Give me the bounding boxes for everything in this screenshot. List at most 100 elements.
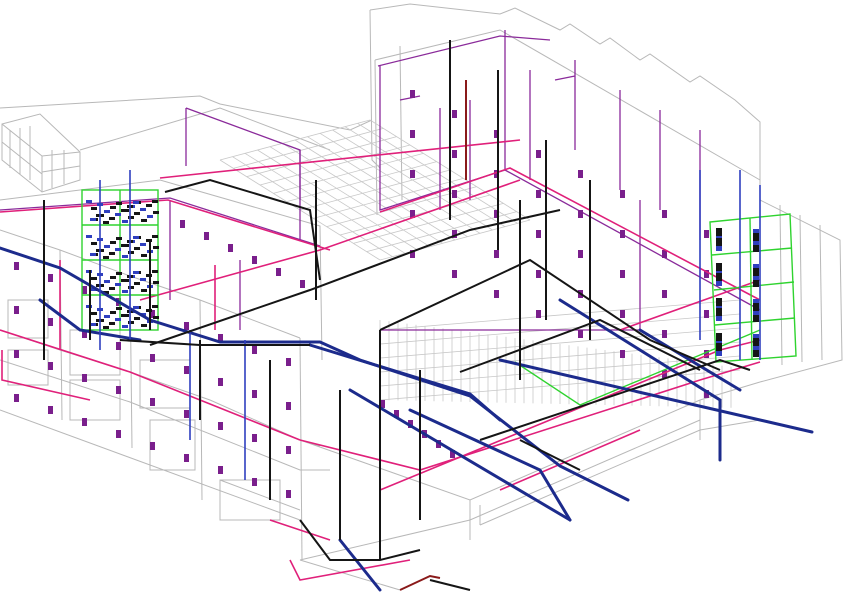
plumbing-fixture [704,310,709,318]
rack-fitting [716,281,722,284]
rack-fitting [716,314,722,317]
plumbing-fixture [704,270,709,278]
plumbing-fixture [184,366,189,374]
rack-fitting [753,278,759,281]
rack-fitting [116,272,122,275]
rack-fitting [91,277,97,280]
slab-grid-line [344,126,506,228]
rack-fitting [91,207,97,210]
rack-fitting [753,243,759,246]
vent-piping [0,30,761,331]
rack-fitting [121,314,127,317]
plumbing-fixture [536,230,541,238]
rack-fitting [753,350,759,353]
rack-fitting [716,273,722,276]
plumbing-fixture [48,362,53,370]
rack-fitting [753,311,759,314]
plumbing-fixture [286,358,291,366]
rack-fitting [115,318,121,321]
plumbing-fixture [82,374,87,382]
plumbing-fixture [14,394,19,402]
plumbing-fixture [380,400,385,408]
rack-fitting [753,315,759,318]
rack-fitting [110,206,116,209]
plumbing-fixture [620,230,625,238]
rack-fitting [96,284,102,287]
plumbing-fixture [450,450,455,458]
rack-fitting [753,268,759,271]
rack-fitting [716,312,722,315]
rack-fitting [753,276,759,279]
rack-fitting [133,306,139,309]
rack-fitting [140,278,146,281]
rack-fitting [122,325,128,328]
rack-fitting [753,247,759,250]
rack-fitting [753,303,759,306]
rack-fitting [122,290,128,293]
rack-fitting [116,237,122,240]
rack-fitting [753,352,759,355]
plumbing-fixture [578,210,583,218]
plumbing-fixture [252,346,257,354]
plumbing-fixture [184,410,189,418]
rack-fitting [716,300,722,303]
plumbing-fixture [536,310,541,318]
rack-fitting [753,266,759,269]
rack-fitting [103,256,109,259]
penthouse-box [1,113,81,193]
rack-fitting [115,248,121,251]
rack-fitting [122,255,128,258]
rack-fitting [128,251,134,254]
rack-fitting [716,275,722,278]
plumbing-fixture [184,322,189,330]
plumbing-fixture [578,250,583,258]
rack-fitting [716,351,722,354]
rack-fitting [96,249,102,252]
plumbing-fixture [252,256,257,264]
plumbing-fixture [536,270,541,278]
slab-grid-line [319,132,481,234]
plumbing-fixture [218,422,223,430]
rack-fitting [753,249,759,252]
plumbing-fixture [704,350,709,358]
plumbing-fixture [410,250,415,258]
rack-fitting [753,307,759,310]
plumbing-fixture [494,170,499,178]
plumbing-fixture [180,220,185,228]
plumbing-fixture [48,318,53,326]
rack-fitting [753,309,759,312]
plumbing-fixture [204,232,209,240]
plumbing-fixture [184,454,189,462]
rack-fitting [147,215,153,218]
rack-fitting [753,317,759,320]
rack-fitting [753,274,759,277]
plumbing-fixture [276,268,281,276]
plumbing-fixture [620,270,625,278]
rack-fitting [753,282,759,285]
rack-fitting [121,244,127,247]
rack-fitting [90,323,96,326]
rack-fitting [104,245,110,248]
rack-fitting [716,310,722,313]
rack-fitting [716,244,722,247]
sanitary-piping [0,139,761,581]
slab-grid-line [307,136,468,238]
plumbing-fixtures [14,90,709,498]
plumbing-fixture [494,130,499,138]
rack-fitting [141,289,147,292]
rack-fitting [753,239,759,242]
tower-block [369,3,843,383]
plumbing-fixture [662,250,667,258]
rack-fitting [753,241,759,244]
plumbing-fixture [536,190,541,198]
rack-fittings [86,200,759,357]
plumbing-fixture [252,478,257,486]
plumbing-fixture [662,210,667,218]
plumbing-fixture [228,244,233,252]
plumbing-fixture [578,330,583,338]
plumbing-fixture [536,150,541,158]
rack-fitting [753,270,759,273]
rack-fitting [104,280,110,283]
rack-fitting [753,354,759,357]
